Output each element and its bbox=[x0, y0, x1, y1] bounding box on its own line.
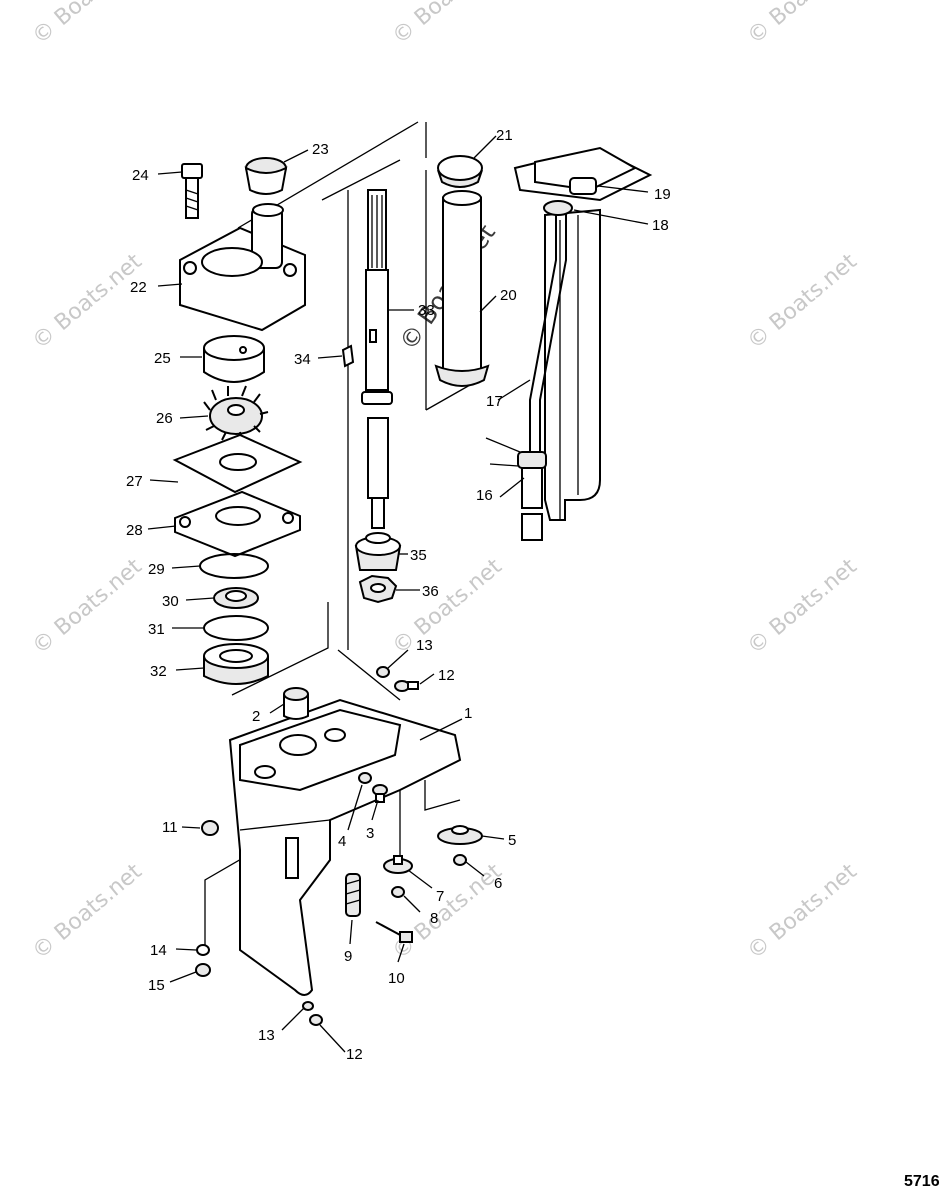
callout-15: 15 bbox=[148, 977, 165, 994]
watermark: © Boats.net bbox=[388, 554, 507, 660]
callout-22: 22 bbox=[130, 279, 147, 296]
tube-part-20 bbox=[434, 190, 490, 387]
leader-lines bbox=[147, 135, 649, 1053]
callout-6: 6 bbox=[494, 875, 502, 892]
watermark: © Boats.net bbox=[743, 859, 862, 965]
callout-21: 21 bbox=[496, 127, 513, 144]
callout-32: 32 bbox=[150, 663, 167, 680]
watermark: © Boats.net bbox=[28, 249, 147, 355]
callout-1: 1 bbox=[464, 705, 472, 722]
callout-12: 12 bbox=[438, 667, 455, 684]
reference-number: 5716 bbox=[904, 1173, 940, 1190]
callout-25: 25 bbox=[154, 350, 171, 367]
screw-part-6 bbox=[453, 854, 467, 866]
water-tube-part-17 bbox=[529, 214, 567, 455]
nut-part-15 bbox=[195, 963, 211, 977]
key-part-34 bbox=[341, 344, 355, 368]
screw-part-12 bbox=[394, 680, 419, 692]
callout-17: 17 bbox=[486, 393, 503, 410]
driveshaft-housing-part-19 bbox=[513, 146, 653, 521]
callout-27: 27 bbox=[126, 473, 143, 490]
face-plate-part-27 bbox=[172, 433, 303, 494]
callout-8: 8 bbox=[430, 910, 438, 927]
washer-part-13 bbox=[376, 666, 390, 678]
callout-13: 13 bbox=[416, 637, 433, 654]
water-pump-housing-part-22 bbox=[179, 203, 306, 332]
bolt-part-10 bbox=[375, 921, 413, 943]
callout-33: 33 bbox=[418, 302, 435, 319]
nut-part-36 bbox=[358, 574, 398, 604]
callout-5: 5 bbox=[508, 832, 516, 849]
watermark: © Boats.net bbox=[28, 859, 147, 965]
callout-7: 7 bbox=[436, 888, 444, 905]
callout-11: 11 bbox=[162, 819, 178, 836]
callout-28: 28 bbox=[126, 522, 143, 539]
watermark: © Boats.net bbox=[28, 554, 147, 660]
callout-36: 36 bbox=[422, 583, 439, 600]
callout-12-lower: 12 bbox=[346, 1046, 363, 1063]
callout-2: 2 bbox=[252, 708, 260, 725]
grommet-part-21 bbox=[437, 155, 483, 188]
callout-4: 4 bbox=[338, 833, 346, 850]
callout-labels: 1 2 3 4 5 6 7 8 9 10 11 12 13 14 15 16 1… bbox=[126, 127, 671, 1063]
seal-ring-part-31 bbox=[203, 615, 269, 641]
watermark: © Boats.net bbox=[743, 554, 862, 660]
bushing-part-2 bbox=[283, 687, 309, 720]
bearing-part-30 bbox=[213, 587, 259, 609]
plug-part-11 bbox=[201, 820, 219, 836]
water-tube-seal-part-18 bbox=[543, 200, 573, 216]
spring-part-9 bbox=[345, 873, 361, 917]
grommet-part-16 bbox=[485, 437, 547, 541]
o-ring-part-29 bbox=[199, 553, 269, 579]
callout-14: 14 bbox=[150, 942, 167, 959]
bearing-assembly-part-32 bbox=[203, 643, 269, 685]
callout-10: 10 bbox=[388, 970, 405, 987]
callout-31: 31 bbox=[148, 621, 165, 638]
callout-26: 26 bbox=[156, 410, 173, 427]
washer-part-13-lower bbox=[302, 1001, 314, 1011]
watermark: © Boats.net bbox=[388, 0, 507, 50]
callout-34: 34 bbox=[294, 351, 311, 368]
watermark-layer: © Boats.net © Boats.net © Boats.net © Bo… bbox=[28, 0, 862, 965]
callout-16: 16 bbox=[476, 487, 493, 504]
water-tube-seal-part-23 bbox=[244, 157, 288, 195]
pinion-gear-part-35 bbox=[354, 532, 402, 571]
washer-part-4 bbox=[358, 772, 372, 784]
callout-13-lower: 13 bbox=[258, 1027, 275, 1044]
plate-part-7 bbox=[383, 855, 413, 874]
gear-housing-part-1 bbox=[228, 698, 462, 996]
callout-20: 20 bbox=[500, 287, 517, 304]
screw-part-12-lower bbox=[309, 1014, 323, 1026]
screw-part-8 bbox=[391, 886, 405, 898]
watermark: © Boats.net bbox=[28, 0, 147, 50]
watermark: © Boats.net bbox=[743, 249, 862, 355]
callout-23: 23 bbox=[312, 141, 329, 158]
impeller-part-26 bbox=[203, 385, 269, 441]
anode-part-5 bbox=[437, 825, 483, 845]
callout-30: 30 bbox=[162, 593, 179, 610]
watermark: © Boats.net bbox=[743, 0, 862, 50]
drive-shaft-part-33 bbox=[361, 189, 393, 529]
screw-part-3 bbox=[372, 784, 388, 803]
callout-3: 3 bbox=[366, 825, 374, 842]
callout-19: 19 bbox=[654, 186, 671, 203]
callout-24: 24 bbox=[132, 167, 149, 184]
callout-29: 29 bbox=[148, 561, 165, 578]
callout-9: 9 bbox=[344, 948, 352, 965]
washer-part-14 bbox=[196, 944, 210, 956]
impeller-insert-part-25 bbox=[203, 335, 265, 383]
callout-35: 35 bbox=[410, 547, 427, 564]
pump-base-part-28 bbox=[174, 490, 301, 558]
watermark: © Boats.net bbox=[388, 859, 507, 965]
bolt-part-24 bbox=[181, 163, 203, 219]
callout-18: 18 bbox=[652, 217, 669, 234]
